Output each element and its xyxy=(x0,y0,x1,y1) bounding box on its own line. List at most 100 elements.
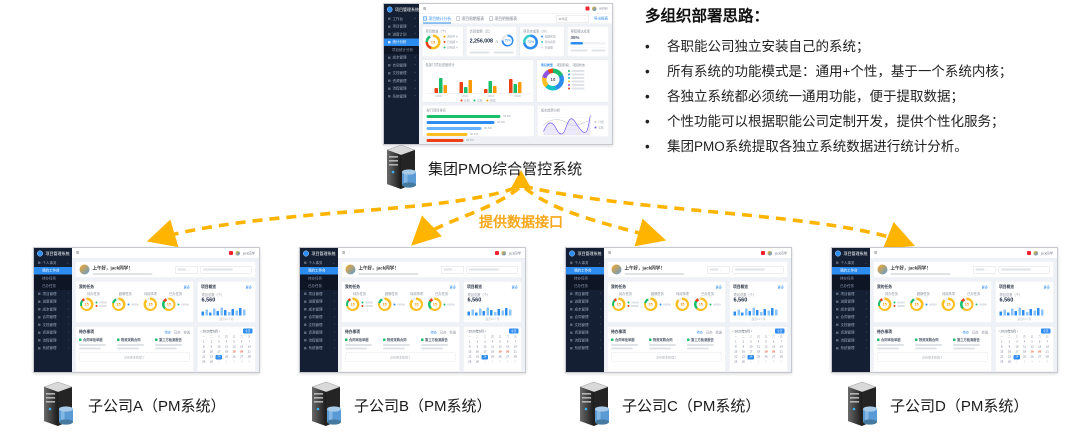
notification-badge-icon[interactable] xyxy=(761,251,766,255)
calendar-day[interactable]: 18 xyxy=(756,350,761,354)
calendar-day[interactable]: 22 xyxy=(1000,355,1004,359)
calendar-day[interactable]: 12 xyxy=(764,345,768,349)
calendar-day[interactable]: 19 xyxy=(498,350,502,354)
todo-item[interactable]: 物资采购合同 xyxy=(915,337,950,350)
calendar-day[interactable]: 24 xyxy=(481,355,489,360)
calendar-day[interactable]: 15 xyxy=(734,350,738,354)
calendar-day[interactable]: 21 xyxy=(513,350,517,354)
sidebar-item[interactable]: 成本管理› xyxy=(300,306,338,314)
calendar-title[interactable]: ‹ 2020年6月 › xyxy=(998,330,1019,334)
sidebar-item[interactable]: 项目管理› xyxy=(34,290,72,298)
calendar-day[interactable]: 1 xyxy=(469,340,471,344)
calendar-day[interactable]: 7 xyxy=(514,340,516,344)
calendar-day[interactable]: 28 xyxy=(247,355,251,359)
todo-item[interactable]: 合同审批单据 xyxy=(877,337,912,350)
user-avatar[interactable] xyxy=(501,250,507,256)
menu-toggle-icon[interactable]: ≡ xyxy=(608,250,612,256)
calendar-day[interactable]: 8 xyxy=(469,345,471,349)
calendar-day[interactable]: 14 xyxy=(779,345,783,349)
sidebar-item[interactable]: 成本管理+ xyxy=(384,54,419,62)
notification-badge-icon[interactable] xyxy=(1027,251,1032,255)
donut-tab[interactable]: 项目阶段 xyxy=(556,64,569,67)
sidebar-subitem[interactable]: 待办任务 xyxy=(566,274,604,283)
sidebar-item[interactable]: 资源管理+ xyxy=(384,77,419,85)
sidebar-item[interactable]: 资源管理› xyxy=(300,329,338,337)
calendar-day[interactable]: 25 xyxy=(490,355,495,359)
sidebar-item[interactable]: 进度管理› xyxy=(566,298,604,306)
calendar-day[interactable]: 28 xyxy=(513,355,517,359)
sidebar-item[interactable]: 文档管理› xyxy=(300,321,338,329)
today-button[interactable]: 今天 xyxy=(1040,328,1051,334)
sidebar-subitem-active[interactable]: 我的工作台 xyxy=(300,266,338,275)
calendar-day[interactable]: 23 xyxy=(209,355,213,359)
calendar-day[interactable]: 1 xyxy=(1001,340,1003,344)
todo-item[interactable]: 第三方检测报告 xyxy=(953,337,988,350)
calendar-day[interactable]: 25 xyxy=(224,355,229,359)
calendar-day[interactable]: 29 xyxy=(468,360,472,364)
calendar-day[interactable]: 25 xyxy=(1022,355,1027,359)
calendar-day[interactable]: 1 xyxy=(203,340,205,344)
calendar-day[interactable]: 2 xyxy=(225,360,228,364)
calendar-day[interactable]: 5 xyxy=(248,360,250,364)
sidebar-item[interactable]: 合同管理› xyxy=(566,313,604,321)
tab-period-report[interactable]: 项目周期报表 xyxy=(456,16,484,22)
calendar-day[interactable]: 8 xyxy=(1001,345,1003,349)
user-avatar[interactable] xyxy=(1033,250,1039,256)
todo-item[interactable]: 第三方检测报告 xyxy=(155,337,190,350)
calendar-day[interactable]: 9 xyxy=(742,345,745,349)
sidebar-group[interactable]: 个人事务⌄ xyxy=(34,259,72,267)
sidebar-subitem[interactable]: 已办任务 xyxy=(566,282,604,290)
calendar-day[interactable]: 24 xyxy=(215,355,223,360)
calendar-day[interactable]: 3 xyxy=(1031,360,1033,364)
calendar-day[interactable]: 12 xyxy=(1030,345,1034,349)
sidebar-item[interactable]: 文档管理› xyxy=(832,321,870,329)
calendar-day[interactable]: 11 xyxy=(1023,345,1026,349)
sidebar-item[interactable]: 文档管理› xyxy=(566,321,604,329)
export-button[interactable]: 导出报表 xyxy=(594,17,608,21)
calendar-day[interactable]: 12 xyxy=(498,345,502,349)
sidebar-subitem[interactable]: 待办任务 xyxy=(832,274,870,283)
calendar-day[interactable]: 27 xyxy=(772,355,776,359)
calendar-title[interactable]: ‹ 2020年6月 › xyxy=(732,330,753,334)
calendar-day[interactable]: 15 xyxy=(468,350,472,354)
calendar-day[interactable]: 30 xyxy=(475,360,479,364)
calendar-day[interactable]: 6 xyxy=(1038,340,1041,344)
calendar-day[interactable]: 24 xyxy=(1013,355,1021,360)
sidebar-group[interactable]: 个人事务⌄ xyxy=(566,259,604,267)
calendar-day[interactable]: 6 xyxy=(506,340,509,344)
sidebar-item[interactable]: 项目管理+ xyxy=(384,23,419,31)
sidebar-item[interactable]: 进度管理› xyxy=(300,298,338,306)
calendar-day[interactable]: 7 xyxy=(780,340,782,344)
calendar-day[interactable]: 26 xyxy=(764,355,768,359)
calendar-day[interactable]: 10 xyxy=(483,345,487,349)
calendar-day[interactable]: 28 xyxy=(1045,355,1049,359)
sidebar-subitem-active[interactable]: 我的工作台 xyxy=(34,266,72,275)
calendar-day[interactable]: 7 xyxy=(248,340,250,344)
calendar-day[interactable]: 21 xyxy=(779,350,783,354)
calendar-day[interactable]: 28 xyxy=(779,355,783,359)
todo-tab-active[interactable]: 待办 xyxy=(696,330,704,335)
calendar-day[interactable]: 22 xyxy=(734,355,738,359)
sidebar-subitem[interactable]: 项目统计分析 xyxy=(384,46,419,54)
sidebar-item[interactable]: 项目管理› xyxy=(832,290,870,298)
calendar-day[interactable]: 3 xyxy=(499,360,501,364)
calendar-day[interactable]: 25 xyxy=(756,355,761,359)
calendar-day[interactable]: 2 xyxy=(210,340,213,344)
sidebar-item-active[interactable]: 统计分析 xyxy=(384,38,419,46)
sidebar-group[interactable]: 个人事务⌄ xyxy=(300,259,338,267)
todo-tab[interactable]: 已办 xyxy=(706,330,713,335)
calendar-day[interactable]: 16 xyxy=(741,350,745,354)
calendar-day[interactable]: 29 xyxy=(734,360,738,364)
calendar-day[interactable]: 11 xyxy=(491,345,494,349)
calendar-day[interactable]: 3 xyxy=(765,360,767,364)
notification-badge-icon[interactable] xyxy=(585,6,590,11)
user-avatar[interactable] xyxy=(235,250,241,256)
todo-item[interactable]: 物资采购合同 xyxy=(117,337,152,350)
sidebar-subitem[interactable]: 待办任务 xyxy=(300,274,338,283)
calendar-day[interactable]: 3 xyxy=(218,340,220,344)
calendar-day[interactable]: 30 xyxy=(209,360,213,364)
donut-tab-active[interactable]: 项目类型 xyxy=(540,64,553,67)
calendar-day[interactable]: 18 xyxy=(224,350,229,354)
calendar-day[interactable]: 17 xyxy=(217,350,221,354)
calendar-day[interactable]: 5 xyxy=(1046,360,1048,364)
